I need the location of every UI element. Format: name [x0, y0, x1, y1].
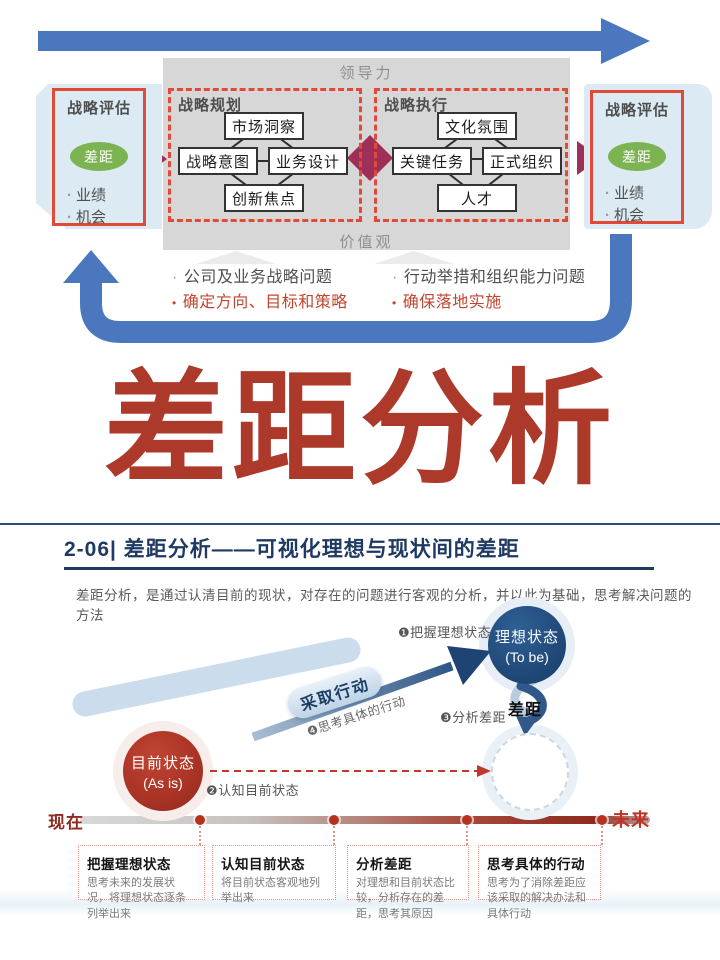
note-left-1: 公司及业务战略问题 [172, 266, 392, 291]
notes-left: 公司及业务战略问题 确定方向、目标和策略 [172, 266, 392, 316]
node-market-insight: 市场洞察 [224, 112, 304, 140]
step-3-title: 分析差距 [356, 857, 412, 872]
eval-left-frame: 战略评估 差距 业绩 机会 [52, 88, 146, 226]
eval-left-title: 战略评估 [66, 100, 131, 117]
as-is-dashed-arrowhead [477, 765, 491, 777]
step-4-desc: 思考为了消除差距应该采取的解决办法和具体行动 [487, 877, 586, 920]
eval-right-gap-badge: 差距 [608, 142, 666, 171]
as-is-line2: (As is) [143, 774, 183, 791]
node-culture: 文化氛围 [437, 112, 517, 140]
node-key-tasks: 关键任务 [392, 147, 472, 175]
heading-underline [64, 567, 654, 570]
step-2-desc: 将目前状态客观地列举出来 [221, 877, 320, 905]
step-3-desc: 对理想和目前状态比较，分析存在的差距，思考其原因 [356, 877, 455, 920]
step-label-2: ❷认知目前状态 [206, 783, 300, 798]
node-strategic-intent: 战略意图 [178, 147, 258, 175]
note-left-2: 确定方向、目标和策略 [172, 291, 392, 316]
planning-frame: 战略规划 [168, 88, 362, 222]
to-be-line1: 理想状态 [494, 628, 559, 646]
step-2-title: 认知目前状态 [221, 857, 305, 872]
gap-target-circle [491, 733, 569, 811]
as-is-line1: 目前状态 [130, 754, 195, 772]
gap-arrowhead [516, 716, 538, 736]
action-ramp [72, 637, 361, 717]
to-be-circle: 理想状态 (To be) [488, 606, 566, 684]
execution-title: 战略执行 [384, 97, 449, 114]
node-formal-org: 正式组织 [482, 147, 562, 175]
callout-pointer-left [196, 251, 276, 264]
eval-right-title: 战略评估 [604, 102, 669, 119]
notes-right: 行动举措和组织能力问题 确保落地实施 [392, 266, 642, 316]
eval-right-frame: 战略评估 差距 业绩 机会 [590, 90, 684, 224]
step-card-3: 分析差距 对理想和目前状态比较，分析存在的差距，思考其原因 [347, 845, 469, 920]
timeline-connector-3 [466, 826, 468, 845]
timeline-dot-1 [195, 815, 205, 825]
timeline-now-label: 现在 [48, 813, 84, 832]
planning-title: 战略规划 [178, 97, 243, 114]
top-flow-arrow [38, 18, 650, 64]
action-arrowhead [447, 646, 491, 685]
step-4-title: 思考具体的行动 [487, 857, 585, 872]
gap-label: 差距 [508, 702, 543, 719]
eval-left-bullet-2: 机会 [67, 207, 106, 229]
step-card-4: 思考具体的行动 思考为了消除差距应该采取的解决办法和具体行动 [478, 845, 601, 920]
callout-pointer-right [374, 251, 454, 264]
step-card-1: 把握理想状态 思考未来的发展状况，将理想状态逐条列举出来 [78, 845, 205, 920]
step-1-title: 把握理想状态 [87, 857, 171, 872]
timeline-future-label: 未来 [612, 810, 650, 830]
timeline-connector-4 [601, 826, 603, 845]
eval-left-bullets: 业绩 机会 [67, 185, 106, 229]
timeline-dot-2 [329, 815, 339, 825]
timeline-connector-1 [199, 826, 201, 845]
leadership-label: 领导力 [339, 65, 394, 82]
as-is-circle: 目前状态 (As is) [123, 731, 203, 811]
step-label-3: ❸分析差距 [440, 710, 507, 725]
node-business-design: 业务设计 [268, 147, 348, 175]
timeline-bar [80, 816, 650, 824]
eval-left-bullet-1: 业绩 [67, 185, 106, 207]
execution-frame: 战略执行 [374, 88, 568, 222]
step-label-1: ❶把握理想状态 [398, 625, 492, 640]
section-heading: 2-06| 差距分析——可视化理想与现状间的差距 [64, 538, 520, 561]
timeline-dot-3 [462, 815, 472, 825]
panel-top-rule [0, 523, 720, 525]
bottom-shapes-layer [72, 637, 547, 777]
page-title: 差距分析 [103, 357, 616, 502]
node-talent: 人才 [437, 184, 517, 212]
values-label: 价值观 [339, 234, 394, 251]
note-right-1: 行动举措和组织能力问题 [392, 266, 642, 291]
step-card-2: 认知目前状态 将目前状态客观地列举出来 [212, 845, 336, 904]
to-be-line2: (To be) [505, 648, 549, 665]
eval-left-gap-badge: 差距 [70, 142, 128, 171]
eval-right-bullet-2: 机会 [605, 205, 644, 227]
connector-diamond-center [347, 135, 393, 181]
step-1-desc: 思考未来的发展状况，将理想状态逐条列举出来 [87, 877, 186, 920]
note-right-2: 确保落地实施 [392, 291, 642, 316]
timeline-dot-4 [597, 815, 607, 825]
eval-right-bullet-1: 业绩 [605, 183, 644, 205]
timeline-connector-2 [333, 826, 335, 845]
eval-right-bullets: 业绩 机会 [605, 183, 644, 227]
node-innovation-focus: 创新焦点 [224, 184, 304, 212]
